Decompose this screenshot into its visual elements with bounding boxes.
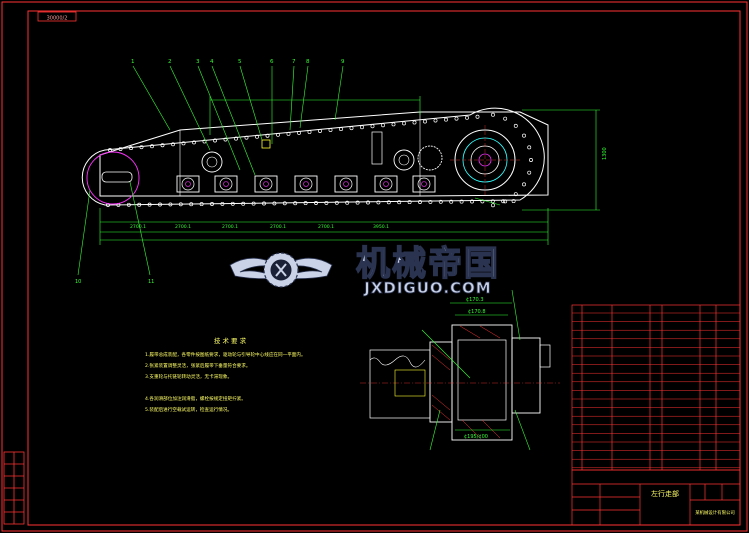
title-company: 某机械设计有限公司 xyxy=(695,509,735,516)
watermark-domain: JXDIGUO.COM xyxy=(363,279,491,297)
leader-label-left: 10 xyxy=(75,279,81,285)
dimension-lines xyxy=(99,96,600,245)
watermark-logo xyxy=(229,252,333,288)
track-chain-outline xyxy=(81,107,545,206)
track-shoe-chain xyxy=(106,112,533,208)
part-balloon: 2 xyxy=(168,59,172,65)
bottom-dim-label: 2700.1 xyxy=(318,224,334,230)
bottom-dim-label: 2700.1 xyxy=(130,224,146,230)
note-line: 1.履带总成装配，各零件按图纸要求，驱动轮与引导轮中心线应在同一平面内。 xyxy=(145,351,306,358)
carrier-roller xyxy=(201,151,223,173)
part-balloon: 5 xyxy=(238,59,242,65)
part-balloons: 1 2 3 4 5 6 7 8 9 xyxy=(131,59,345,176)
section-dim-3: ¢195/¢00 xyxy=(464,434,488,440)
overall-height-dim: 1300 xyxy=(602,147,608,160)
part-balloon: 3 xyxy=(196,59,200,65)
corner-tag: 30000/2 xyxy=(47,16,68,22)
bottom-dim-label: 2700.1 xyxy=(270,224,286,230)
part-balloon: 7 xyxy=(292,59,296,65)
title-part-name: 左行走部 xyxy=(651,489,679,498)
bottom-dimension-labels: 2700.1 2700.1 2700.1 2700.1 2700.1 3950.1 xyxy=(130,224,389,230)
bill-of-materials xyxy=(571,304,741,471)
part-balloon: 6 xyxy=(270,59,274,65)
note-line: 3.支重轮与托链轮转动灵活，无卡滞现象。 xyxy=(145,373,232,380)
track-frame xyxy=(99,111,549,197)
part-balloon: 9 xyxy=(341,59,345,65)
section-view xyxy=(360,324,560,441)
note-line: 4.各润滑部位加注润滑脂，螺栓按规定扭矩拧紧。 xyxy=(145,395,246,402)
tension-gear xyxy=(417,145,443,171)
title-block xyxy=(571,469,741,526)
part-balloon: 8 xyxy=(306,59,310,65)
part-balloon: 4 xyxy=(210,59,214,65)
leader-label-right: 11 xyxy=(148,279,154,285)
notes-title: 技 术 要 求 xyxy=(214,336,247,345)
bom-rows xyxy=(572,312,740,469)
binding-strip xyxy=(3,451,25,525)
section-dim-2: ¢170.8 xyxy=(468,309,486,315)
bottom-dim-label: 2700.1 xyxy=(175,224,191,230)
bottom-dim-label: 3950.1 xyxy=(373,224,389,230)
idler-wheel xyxy=(86,151,140,205)
drive-sprocket xyxy=(450,125,520,195)
watermark-brand: 机械帝国 xyxy=(356,244,500,284)
track-roller-row xyxy=(176,175,436,193)
note-line: 2.张紧装置调整灵活，张紧后履带下垂量符合要求。 xyxy=(145,362,250,369)
part-balloon: 1 xyxy=(131,59,135,65)
note-line: 5.装配后进行空载试运转，检查运行情况。 xyxy=(145,406,232,413)
bottom-dim-label: 2700.1 xyxy=(222,224,238,230)
corner-tag-box xyxy=(37,11,77,22)
side-leaders xyxy=(77,181,501,276)
technical-notes: 技 术 要 求 1.履带总成装配，各零件按图纸要求，驱动轮与引导轮中心线应在同一… xyxy=(145,336,306,413)
track-assembly xyxy=(81,107,549,208)
section-dim-1: ¢170.3 xyxy=(466,297,484,303)
section-dimensions xyxy=(421,289,531,451)
carrier-roller xyxy=(393,149,415,171)
